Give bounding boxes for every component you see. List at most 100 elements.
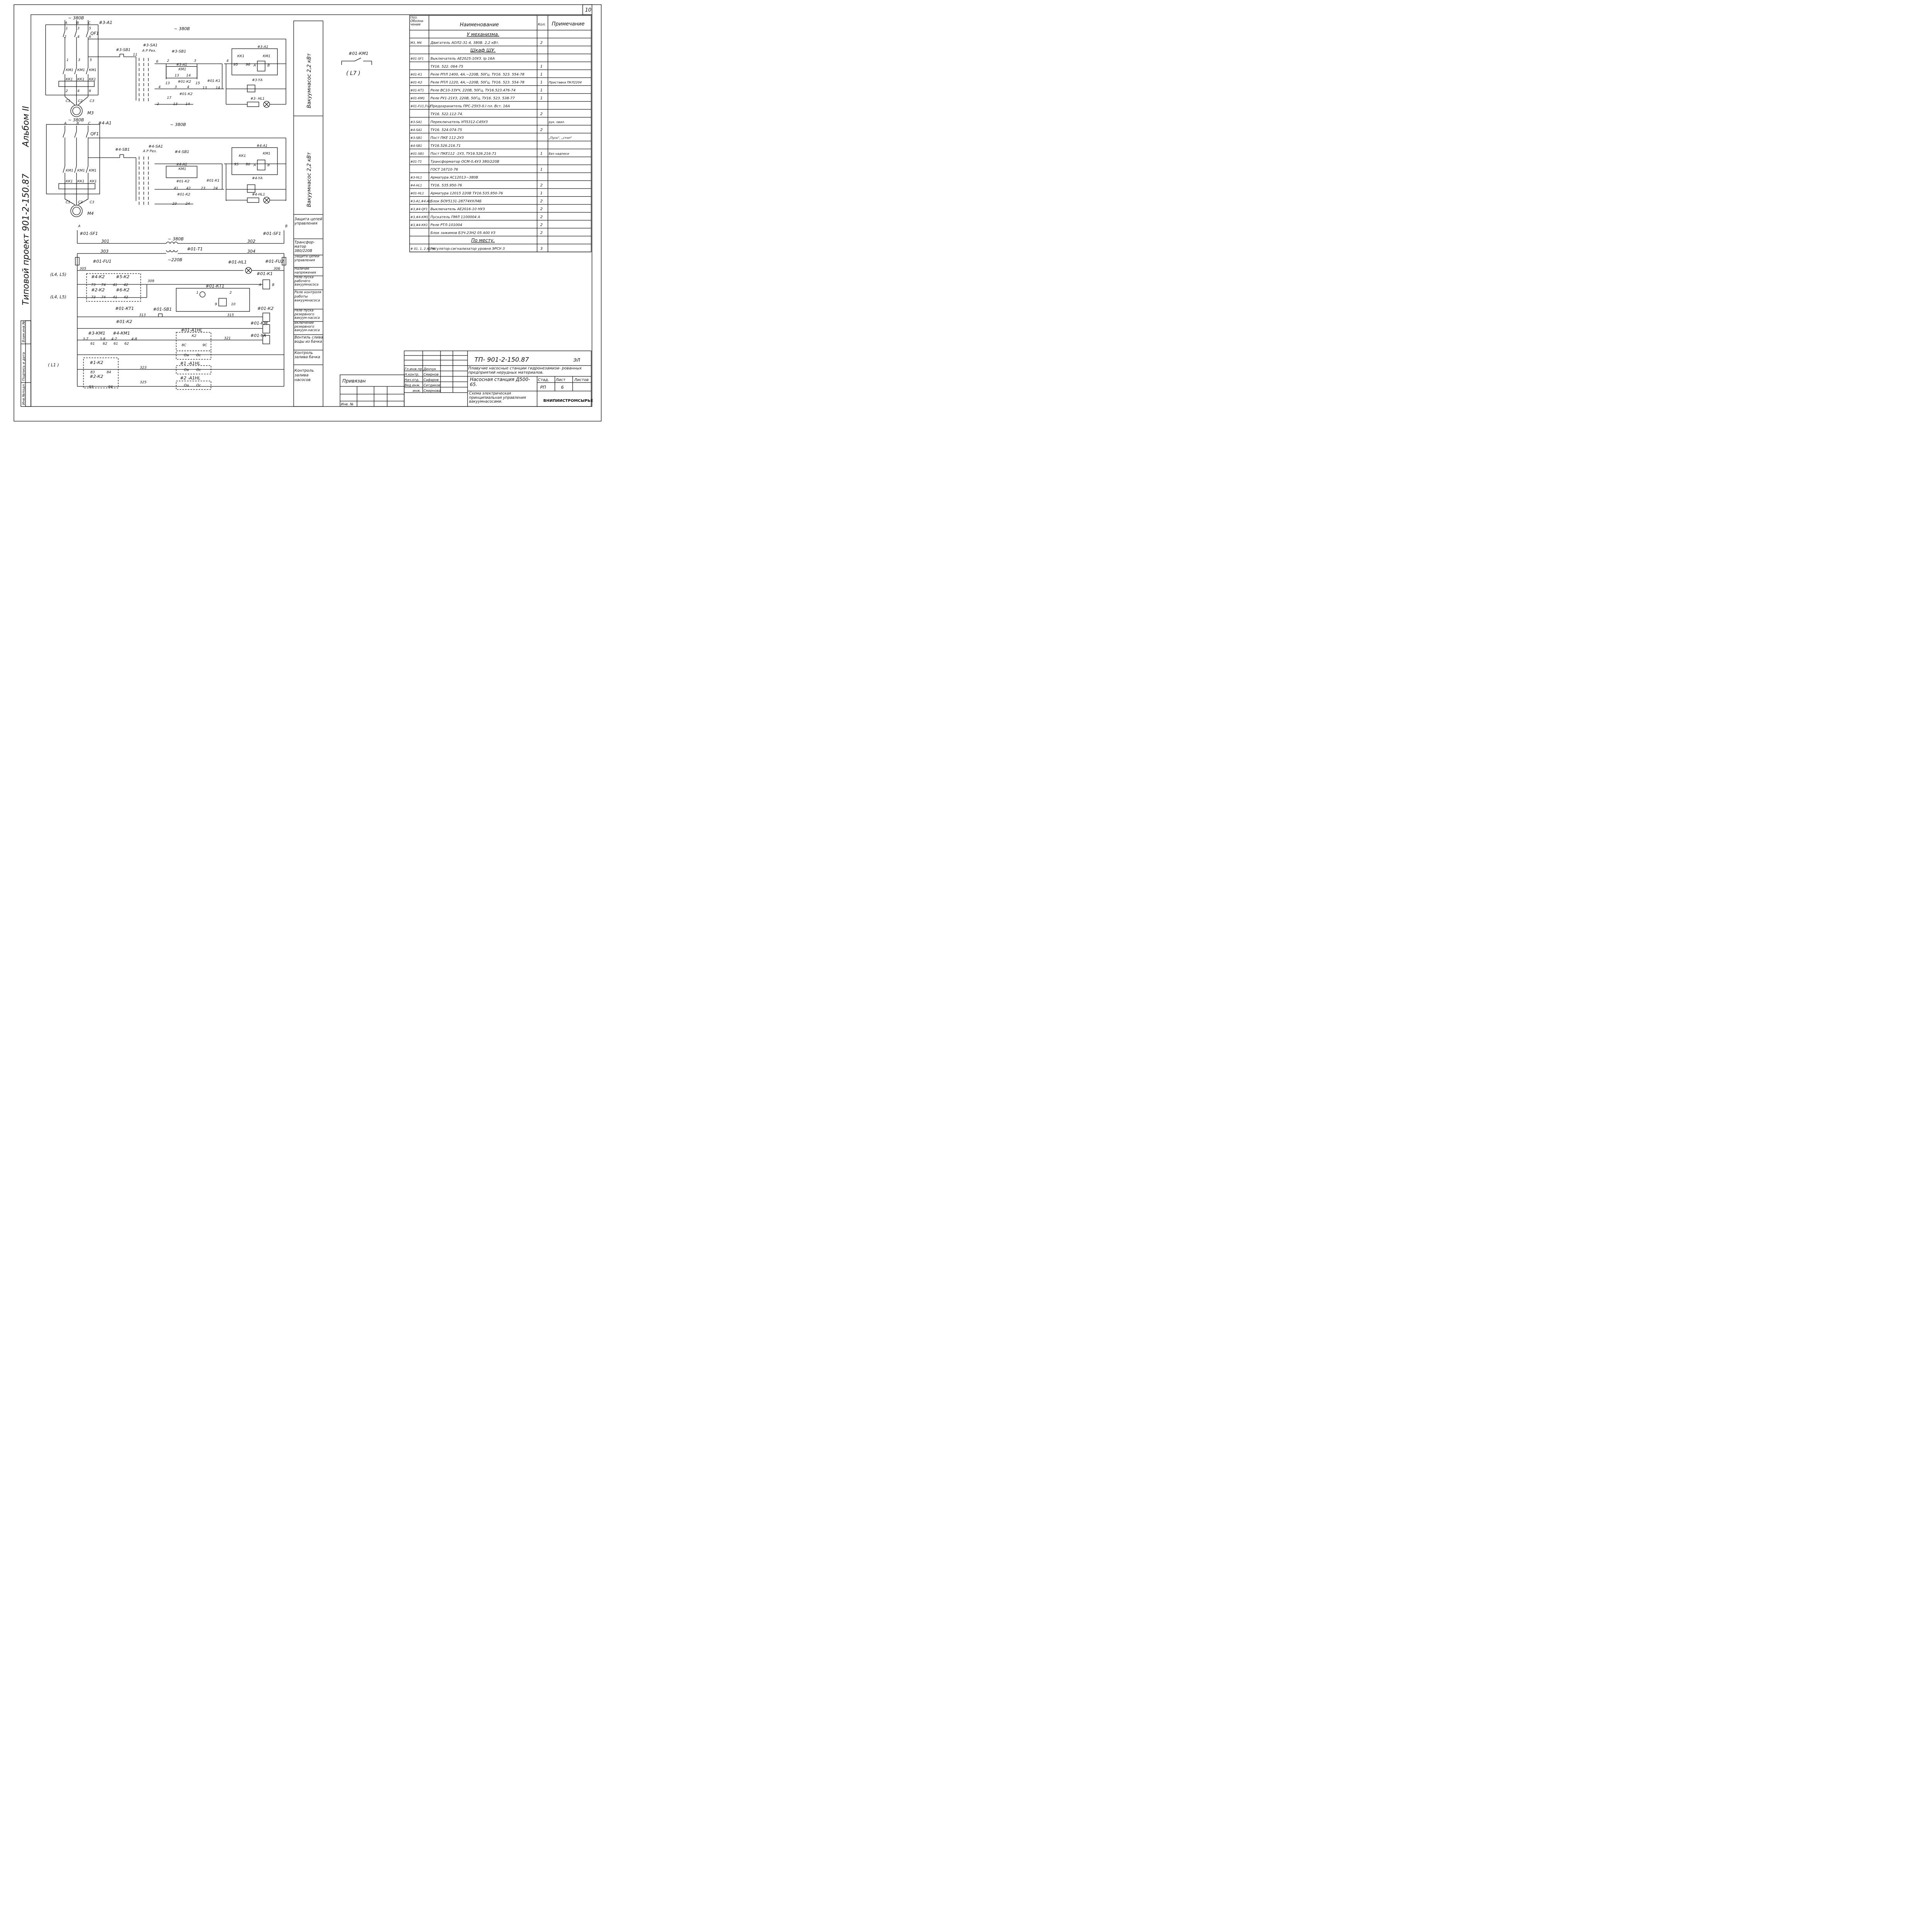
fu1-label: #01-FU1 bbox=[93, 259, 112, 264]
strip-drain-valve: Вентиль слива воды из бачка bbox=[294, 335, 323, 344]
m3-apres: А Р Рез. bbox=[142, 49, 156, 53]
sf1-left-a: А bbox=[78, 224, 80, 228]
a1hl-1: #1 -А1НL bbox=[180, 361, 201, 366]
spec-row-pos: #01-КМ1 bbox=[410, 97, 425, 100]
m4-km1-coil-lbl: КМ1 bbox=[179, 167, 186, 171]
a1hl-01: #01-А1НL bbox=[181, 328, 202, 333]
m3-phase-c: С bbox=[88, 21, 91, 25]
m4-c1: С1 bbox=[66, 201, 70, 204]
outer-frame bbox=[14, 4, 602, 422]
t1-primary: ~ 380В bbox=[168, 236, 184, 242]
spec-row-pos: М3, М4 bbox=[410, 41, 422, 44]
motor-m4-label: М4 bbox=[87, 211, 94, 216]
wire-321: 321 bbox=[224, 337, 231, 340]
m4-a1: #4-А1 bbox=[98, 121, 112, 126]
tb-sheet: 6 bbox=[561, 385, 564, 390]
a1hl-2: #2 -А1НL bbox=[180, 376, 201, 381]
m3-t6: 6 bbox=[89, 35, 91, 39]
m3-t3: 3 bbox=[77, 27, 80, 31]
kt1-9: 9 bbox=[215, 303, 217, 306]
k2-1: #1-К2 bbox=[90, 360, 103, 365]
wire-306: 306 bbox=[274, 267, 280, 271]
spec-row-name: Реле РПЛ 1400, 4А.~220В, 50Гц. ТУ16. 523… bbox=[430, 72, 524, 77]
m3-w2: 2 bbox=[167, 59, 169, 63]
m3-c3: С3 bbox=[90, 99, 94, 103]
strip-vacuum-pump-1: Вакуумнасос 2,2 кВт bbox=[306, 53, 312, 108]
strip-protection-2: Защита цепей управления bbox=[294, 255, 320, 262]
km1-48: 4-8 bbox=[131, 337, 137, 341]
spec-row-qty: 2 bbox=[540, 207, 543, 211]
spec-row-qty: 2 bbox=[540, 223, 543, 227]
spec-row-name: Реле РПЛ 1220, 4А,~220В, 50Гц, ТУ16. 523… bbox=[430, 80, 524, 85]
spec-row-qty: 1 bbox=[540, 88, 543, 92]
tb-stage: РП bbox=[540, 385, 546, 390]
m4-box-b: В bbox=[267, 163, 270, 167]
ya-coil: #01-YА bbox=[250, 333, 266, 338]
t1-label: #01-Т1 bbox=[187, 247, 203, 252]
electrical-schematic-sheet: 10 Типовой проект 901-2-150.87 Альбом II… bbox=[14, 4, 602, 422]
wire-303: 303 bbox=[100, 249, 109, 254]
m4-km1-b: КМ1 bbox=[77, 169, 85, 173]
km1-61b: 61 bbox=[114, 342, 118, 346]
wire-323: 323 bbox=[140, 366, 146, 370]
m4-sa1: #4-SA1 bbox=[148, 145, 163, 149]
spec-row-qty: 1 bbox=[540, 72, 543, 77]
m4-kk1-c: КК1 bbox=[90, 180, 97, 184]
k2-83b: 83 bbox=[89, 385, 94, 389]
spec-row-pos: #3-SB1 bbox=[410, 136, 422, 139]
spec-header-pos: Поз. Обозна- чение bbox=[410, 16, 424, 27]
k2-42a: 42 bbox=[124, 283, 128, 287]
tb-organisation: ВНИПИИСТРОМСЫРЬЕ bbox=[543, 399, 593, 403]
m4-w24b: 24 bbox=[185, 202, 190, 206]
oc-2: Ос bbox=[196, 368, 201, 372]
spec-row-qty: 1 bbox=[540, 80, 543, 85]
spec-row-name: Реле РТЛ-101004 bbox=[430, 223, 462, 227]
m3-w15: 15 bbox=[196, 82, 200, 85]
m4-phase-c: С bbox=[88, 122, 91, 126]
km1-37: 3-7 bbox=[83, 337, 88, 341]
sheet-number: 10 bbox=[585, 7, 592, 13]
m4-box-96: 96 bbox=[246, 163, 250, 167]
m4-k2: #01-К2 bbox=[176, 180, 190, 184]
oa-1: Оа bbox=[184, 354, 189, 357]
spec-row-pos: #01-КТ1 bbox=[410, 88, 424, 92]
tb-role-1: Н.контр. bbox=[405, 373, 419, 377]
a1hl-k2: К2 bbox=[192, 334, 196, 338]
sf1-right: #01-SF1 bbox=[263, 231, 281, 236]
m3-w13b: 13 bbox=[165, 82, 170, 85]
km1-4: #4-КМ1 bbox=[113, 331, 130, 336]
strip-vacuum-pump-2: Вакуумнасос 2,2 кВт bbox=[306, 152, 312, 207]
m3-panel-frame bbox=[45, 24, 99, 95]
spec-row-pos: #01-НL1 bbox=[410, 192, 424, 195]
spec-row-pos: #4-НL1 bbox=[410, 184, 422, 187]
kt1-label: #01-КТ1 bbox=[206, 284, 224, 289]
spec-row-pos: #3-SA1 bbox=[410, 120, 422, 124]
wire-305: 305 bbox=[80, 267, 86, 271]
wire-309: 309 bbox=[148, 279, 154, 283]
k2-41b: 41 bbox=[113, 296, 117, 299]
ref-l4l5-a: (L4, L5) bbox=[50, 272, 66, 277]
m4-km1-a: КМ1 bbox=[66, 169, 73, 173]
m3-box-95: 95 bbox=[233, 63, 238, 67]
m3-qf1: QF1 bbox=[90, 31, 99, 36]
m3-w14c: 14 bbox=[185, 102, 190, 106]
oa-2: Оа bbox=[184, 368, 189, 372]
spec-row-qty: 2 bbox=[540, 215, 543, 219]
m3-hl1: #3- НL1 bbox=[250, 97, 265, 101]
sb1-label: #01-SB1 bbox=[153, 307, 172, 312]
project-title: Типовой проект 901-2-150.87 bbox=[21, 173, 31, 305]
m3-km1-c: КМ1 bbox=[89, 68, 97, 72]
stamp-sign: Подпись и дата bbox=[22, 352, 26, 381]
motor-m4-symbol bbox=[70, 205, 83, 217]
spec-row-name: Блок зажимов Б3Ч-23Н2 05 А00 УЗ bbox=[430, 231, 495, 235]
m3-kk1-c: КК1 bbox=[89, 78, 96, 82]
m3-sa1: #3-SA1 bbox=[143, 43, 158, 48]
spec-row-name: Шкаф ШУ. bbox=[470, 48, 495, 53]
m3-box-b: В bbox=[267, 64, 270, 68]
spec-header-qty: Кол. bbox=[538, 23, 546, 27]
a1hl-8c: 8С bbox=[182, 344, 187, 347]
km1-62b: 62 bbox=[124, 342, 129, 346]
tb-name-4: Смирнова bbox=[423, 389, 440, 393]
m3-w14: 14 bbox=[186, 74, 191, 78]
m4-box-km1: КМ1 bbox=[263, 152, 270, 156]
